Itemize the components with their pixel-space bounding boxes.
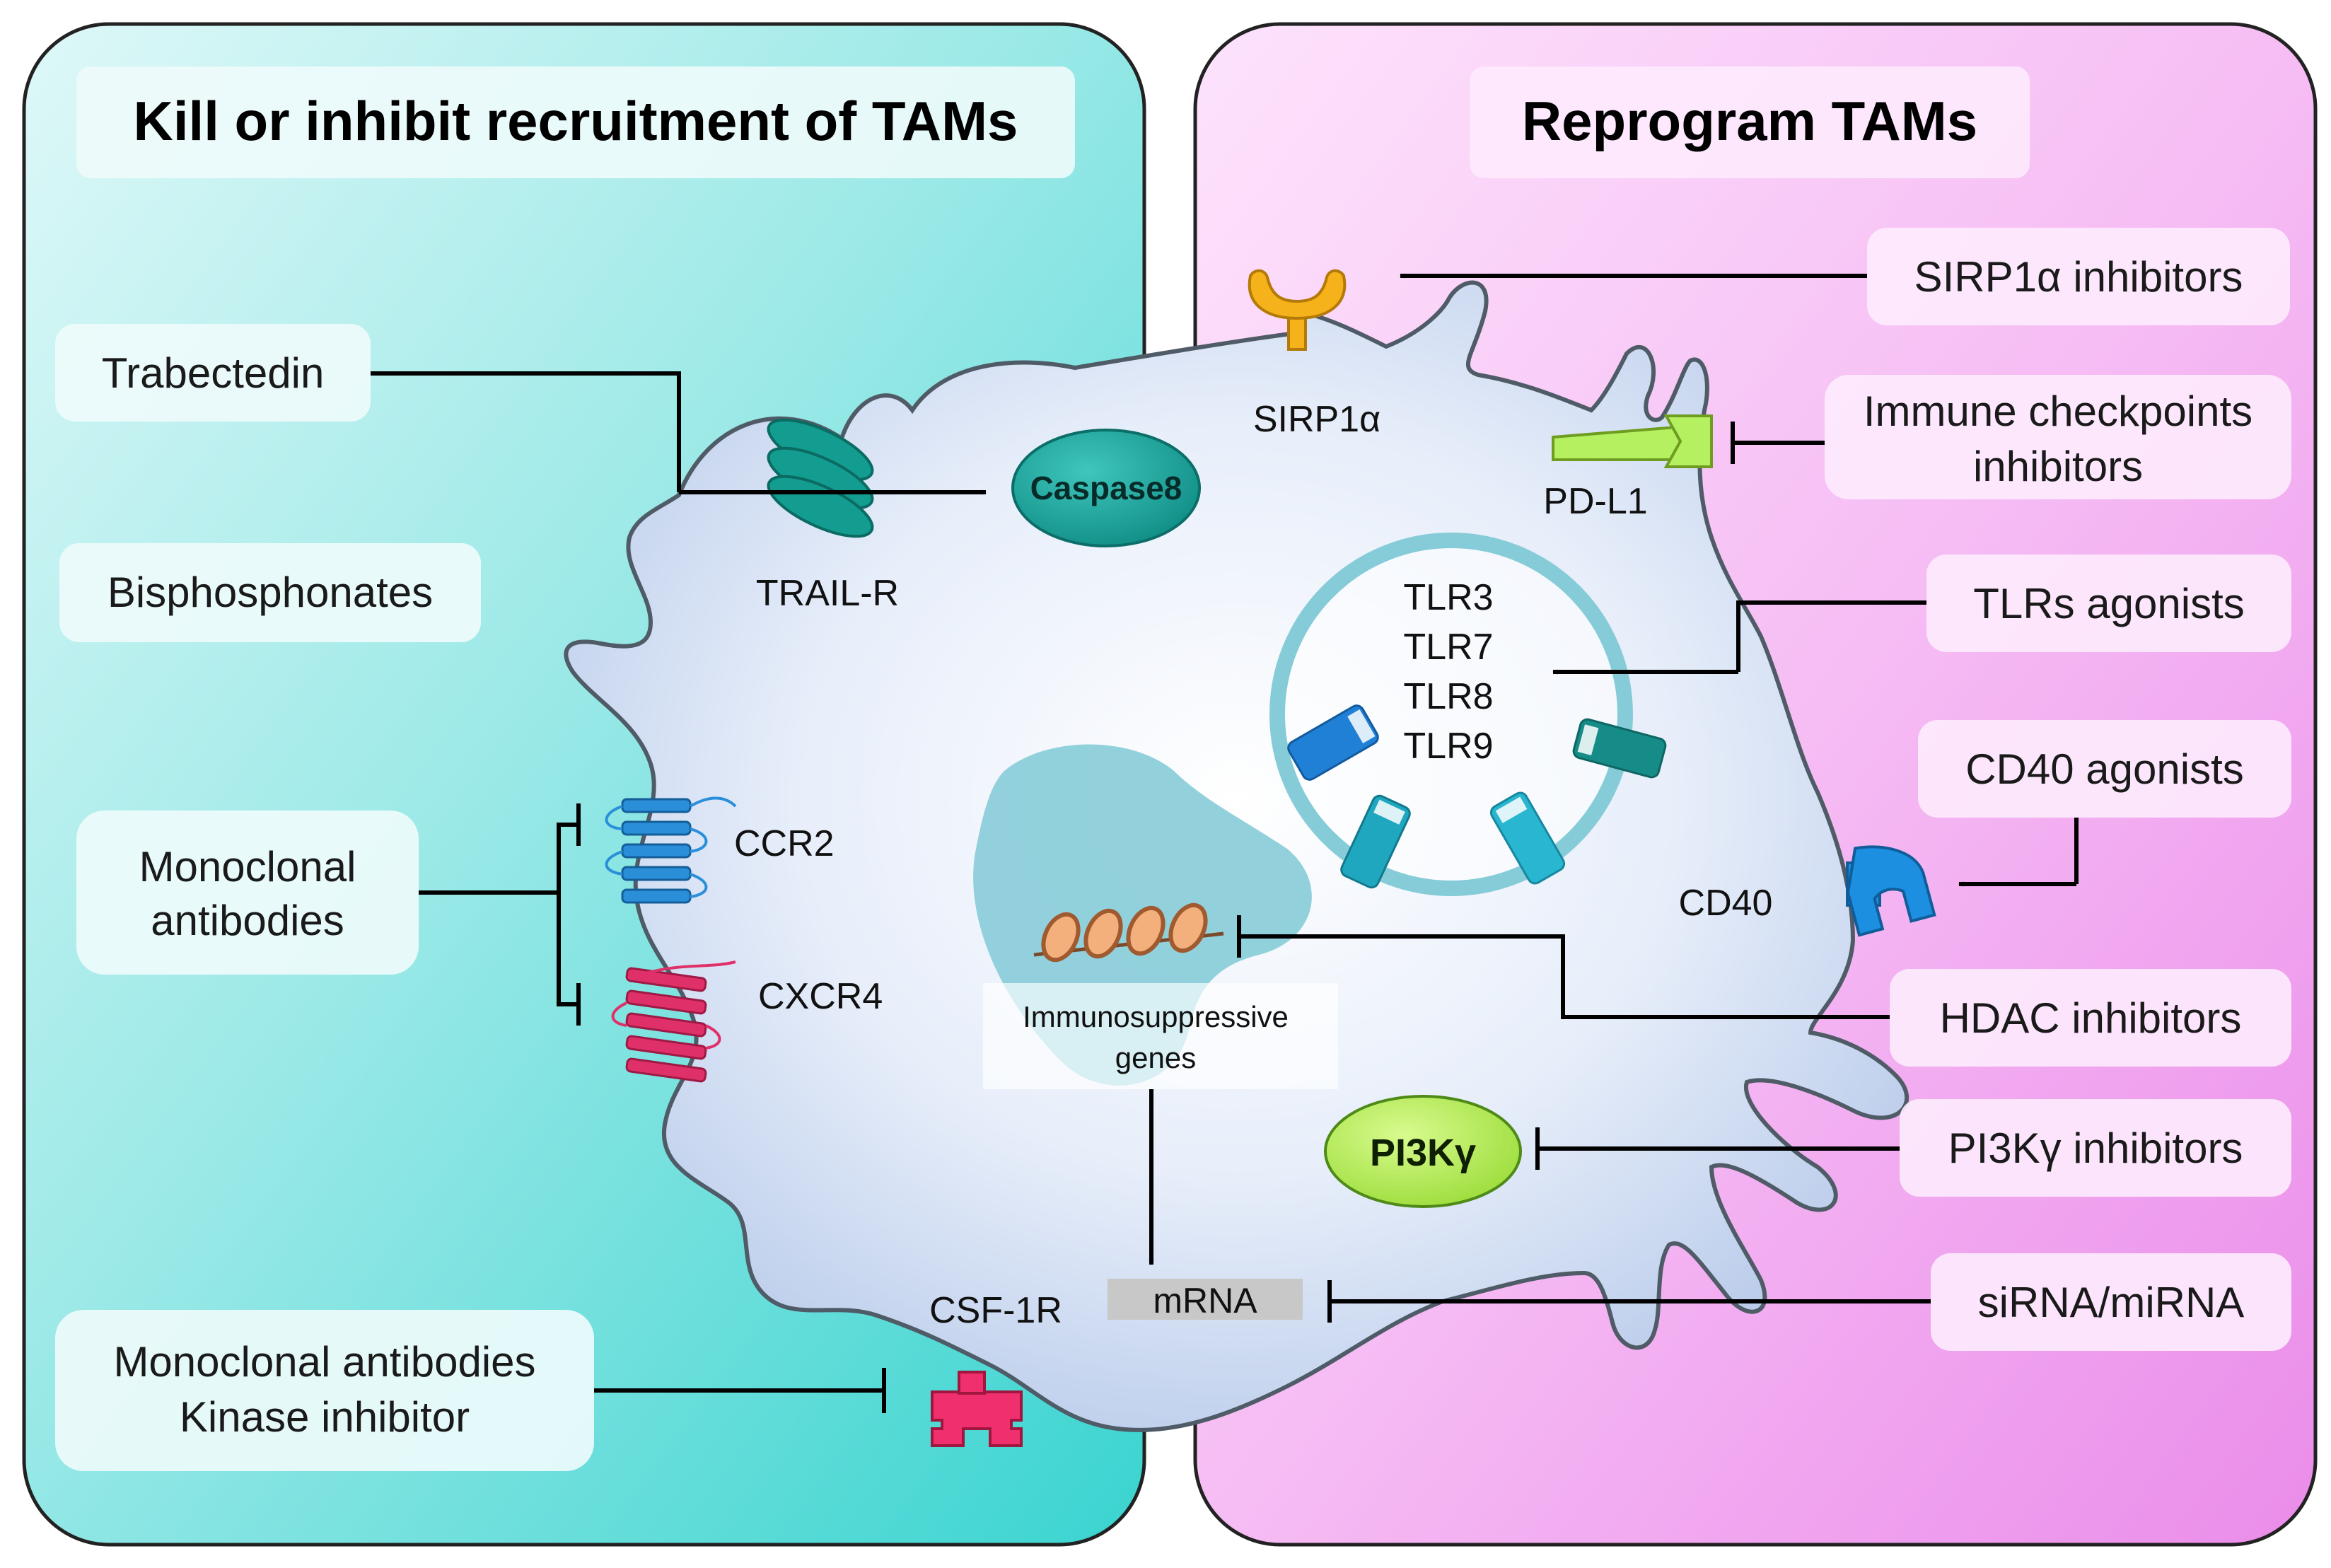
- pi3k-inhibitors-label: PI3Kγ inhibitors: [1948, 1125, 2243, 1172]
- trabectedin-label: Trabectedin: [102, 349, 325, 397]
- caspase8-label: Caspase8: [1030, 470, 1182, 506]
- pi3k-inhibitors-connector: [1535, 1127, 1900, 1170]
- sirp-inhibitors-label: SIRP1α inhibitors: [1914, 253, 2243, 301]
- trabectedin-box: [55, 324, 371, 422]
- mrna-box: [1108, 1279, 1303, 1320]
- tlr7-label: TLR7: [1403, 627, 1493, 668]
- left-panel-title: Kill or inhibit recruitment of TAMs: [134, 90, 1018, 152]
- monoclonal-connector: [419, 803, 581, 1026]
- cd40-receptor: [1846, 845, 1936, 937]
- pi3k-label: PI3Kγ: [1370, 1132, 1476, 1174]
- tlr-receptor-3: [1489, 791, 1566, 885]
- monoclonal-box: [76, 811, 419, 975]
- sirp1a-label: SIRP1α: [1253, 399, 1380, 440]
- sirna-label: siRNA/miRNA: [1978, 1279, 2245, 1326]
- caspase8: [1011, 429, 1201, 547]
- pd-l1-receptor: [1552, 414, 1713, 468]
- checkpoint-inhibitors-label-1: Immune checkpoints: [1864, 388, 2252, 435]
- trabectedin-connector: [371, 371, 987, 495]
- pi3k-inhibitors-box: [1900, 1099, 2291, 1197]
- bisphosphonates-box: [59, 543, 481, 642]
- sirp1a-receptor: [1248, 269, 1347, 351]
- tlr-agonists-label: TLRs agonists: [1973, 580, 2245, 627]
- tlr3-label: TLR3: [1403, 577, 1493, 618]
- tlr9-label: TLR9: [1403, 726, 1493, 767]
- sirna-box: [1931, 1253, 2291, 1351]
- bisphosphonates-label: Bisphosphonates: [107, 569, 433, 616]
- ccr2-loops: [605, 796, 737, 898]
- left-title-box: [76, 66, 1075, 178]
- csf-inhibitor-connector: [594, 1368, 886, 1413]
- checkpoint-inhibitors-connector: [1731, 422, 1825, 464]
- right-panel-title: Reprogram TAMs: [1522, 90, 1977, 152]
- cd40-agonists-label: CD40 agonists: [1965, 745, 2244, 793]
- right-title-box: [1470, 66, 2030, 178]
- cxcr4-label: CXCR4: [758, 976, 883, 1017]
- tlr-receptor-2: [1340, 794, 1411, 889]
- cxcr4-loops: [611, 960, 736, 1050]
- pi3k: [1324, 1095, 1522, 1208]
- immunosuppressive-genes-label-1: Immunosuppressive: [1023, 1000, 1289, 1033]
- checkpoint-inhibitors-box: [1825, 375, 2291, 499]
- csf-inhibitor-label-2: Kinase inhibitor: [180, 1393, 470, 1441]
- pd-l1-label: PD-L1: [1543, 481, 1647, 522]
- ccr2-label: CCR2: [734, 823, 835, 864]
- tlr-agonists-connector: [1552, 600, 1926, 675]
- immunosuppressive-genes-label-2: genes: [1115, 1041, 1196, 1074]
- chromatin-icon: [1033, 902, 1224, 963]
- checkpoint-inhibitors-label-2: inhibitors: [1973, 443, 2143, 490]
- ccr2-receptor: [621, 798, 692, 904]
- csf-inhibitor-box: [55, 1310, 594, 1471]
- genes-label-box: [983, 983, 1338, 1089]
- cd40-agonists-box: [1918, 720, 2291, 818]
- sirp-inhibitors-box: [1867, 228, 2290, 325]
- endosome-ring: [1269, 533, 1633, 896]
- tlr8-label: TLR8: [1403, 676, 1493, 717]
- hdac-inhibitors-label: HDAC inhibitors: [1940, 994, 2242, 1042]
- csf-inhibitor-label-1: Monoclonal antibodies: [113, 1338, 535, 1386]
- csf-1r-label: CSF-1R: [929, 1290, 1062, 1331]
- cd40-label: CD40: [1679, 883, 1773, 924]
- mrna-label: mRNA: [1153, 1281, 1257, 1320]
- hdac-inhibitors-box: [1890, 969, 2291, 1067]
- hdac-inhibitors-connector: [1237, 915, 1890, 1019]
- trail-r-label: TRAIL-R: [756, 573, 899, 614]
- cd40-agonists-connector: [1958, 818, 2079, 887]
- tlr-receptor-4: [1572, 718, 1667, 779]
- csf-1r-receptor: [931, 1371, 1023, 1447]
- sirna-connector: [1327, 1280, 1931, 1323]
- monoclonal-label-2: antibodies: [151, 897, 344, 944]
- tlr-agonists-box: [1926, 554, 2291, 652]
- tlr-receptor-1: [1287, 704, 1379, 781]
- monoclonal-label-1: Monoclonal: [139, 843, 356, 890]
